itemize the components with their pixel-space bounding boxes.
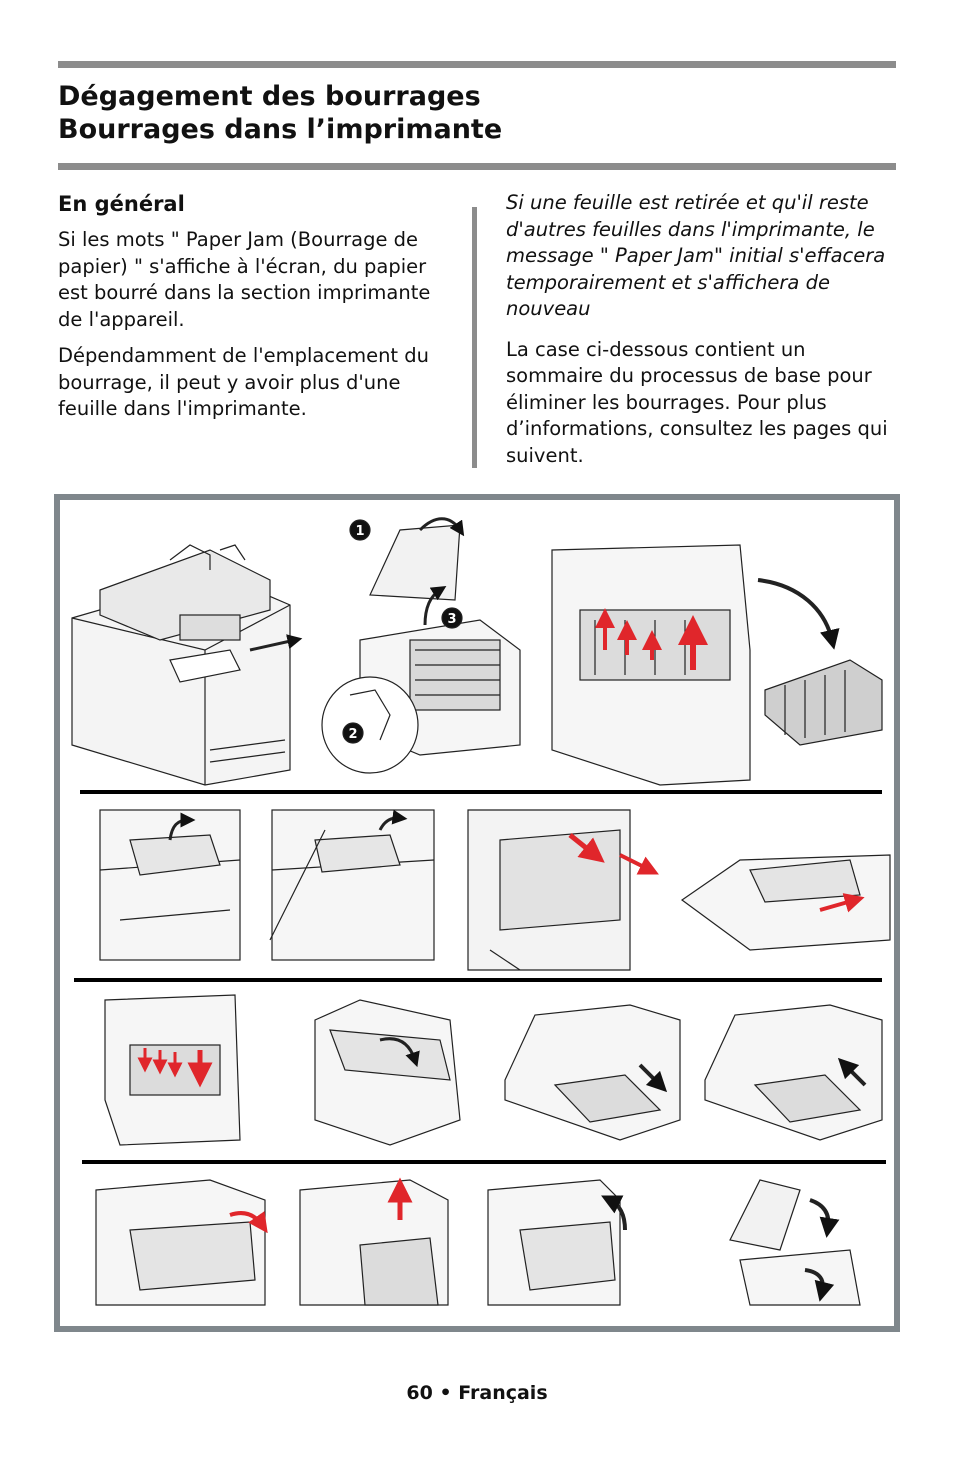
step-marker-1: 1 bbox=[355, 524, 364, 539]
figure-illustrations: 1 2 3 bbox=[71, 517, 891, 1306]
section-subheading: En général bbox=[58, 192, 185, 216]
top-rule bbox=[58, 61, 896, 68]
row-separator-1 bbox=[80, 790, 882, 794]
footer-separator: • bbox=[439, 1382, 452, 1404]
row-separator-2 bbox=[74, 978, 882, 982]
step-marker-3: 3 bbox=[447, 612, 456, 627]
image-drums-removal-illustration bbox=[551, 544, 883, 786]
italic-note: Si une feuille est retirée et qu'il rest… bbox=[506, 191, 886, 320]
rear-cover-paper-removal-illustration bbox=[467, 809, 659, 971]
column-divider bbox=[472, 207, 477, 468]
summary-paragraph: La case ci-dessous contient un sommaire … bbox=[506, 337, 888, 467]
step-marker-2: 2 bbox=[348, 727, 357, 742]
title-line-2: Bourrages dans l’imprimante bbox=[58, 114, 503, 145]
right-column: Si une feuille est retirée et qu'il rest… bbox=[506, 190, 898, 479]
page-footer: 60 • Français bbox=[0, 1382, 954, 1404]
front-tray-paper-removal-illustration bbox=[680, 854, 891, 951]
paragraph-location: Dépendamment de l'emplacement du bourrag… bbox=[58, 344, 430, 420]
reinstall-image-drums-illustration bbox=[104, 994, 241, 1146]
close-top-cover-illustration bbox=[314, 999, 461, 1146]
printer-open-lid-illustration: 1 2 3 bbox=[321, 517, 521, 774]
footer-language: Français bbox=[458, 1382, 548, 1404]
printer-with-scanner-illustration bbox=[71, 544, 303, 786]
jam-procedure-figure: 1 2 3 bbox=[54, 494, 900, 1332]
row-separator-3 bbox=[82, 1160, 886, 1164]
page-number: 60 bbox=[406, 1382, 433, 1404]
side-cover-open-illustration bbox=[95, 1179, 268, 1306]
scanner-lid-close-illustration bbox=[729, 1179, 861, 1306]
paper-tray-pull-out-illustration bbox=[504, 1004, 681, 1141]
left-column: En général Si les mots " Paper Jam (Bour… bbox=[58, 190, 448, 433]
paragraph-intro: Si les mots " Paper Jam (Bourrage de pap… bbox=[58, 228, 431, 331]
paper-tray-push-in-illustration bbox=[704, 1004, 883, 1141]
fuser-area-paper-removal-illustration bbox=[269, 809, 435, 961]
page-title: Dégagement des bourrages Bourrages dans … bbox=[58, 80, 502, 146]
side-cover-close-illustration bbox=[487, 1179, 627, 1306]
side-paper-removal-illustration bbox=[299, 1177, 449, 1306]
title-bottom-rule bbox=[58, 163, 896, 170]
top-cover-paper-removal-illustration bbox=[99, 809, 241, 961]
title-line-1: Dégagement des bourrages bbox=[58, 81, 481, 112]
